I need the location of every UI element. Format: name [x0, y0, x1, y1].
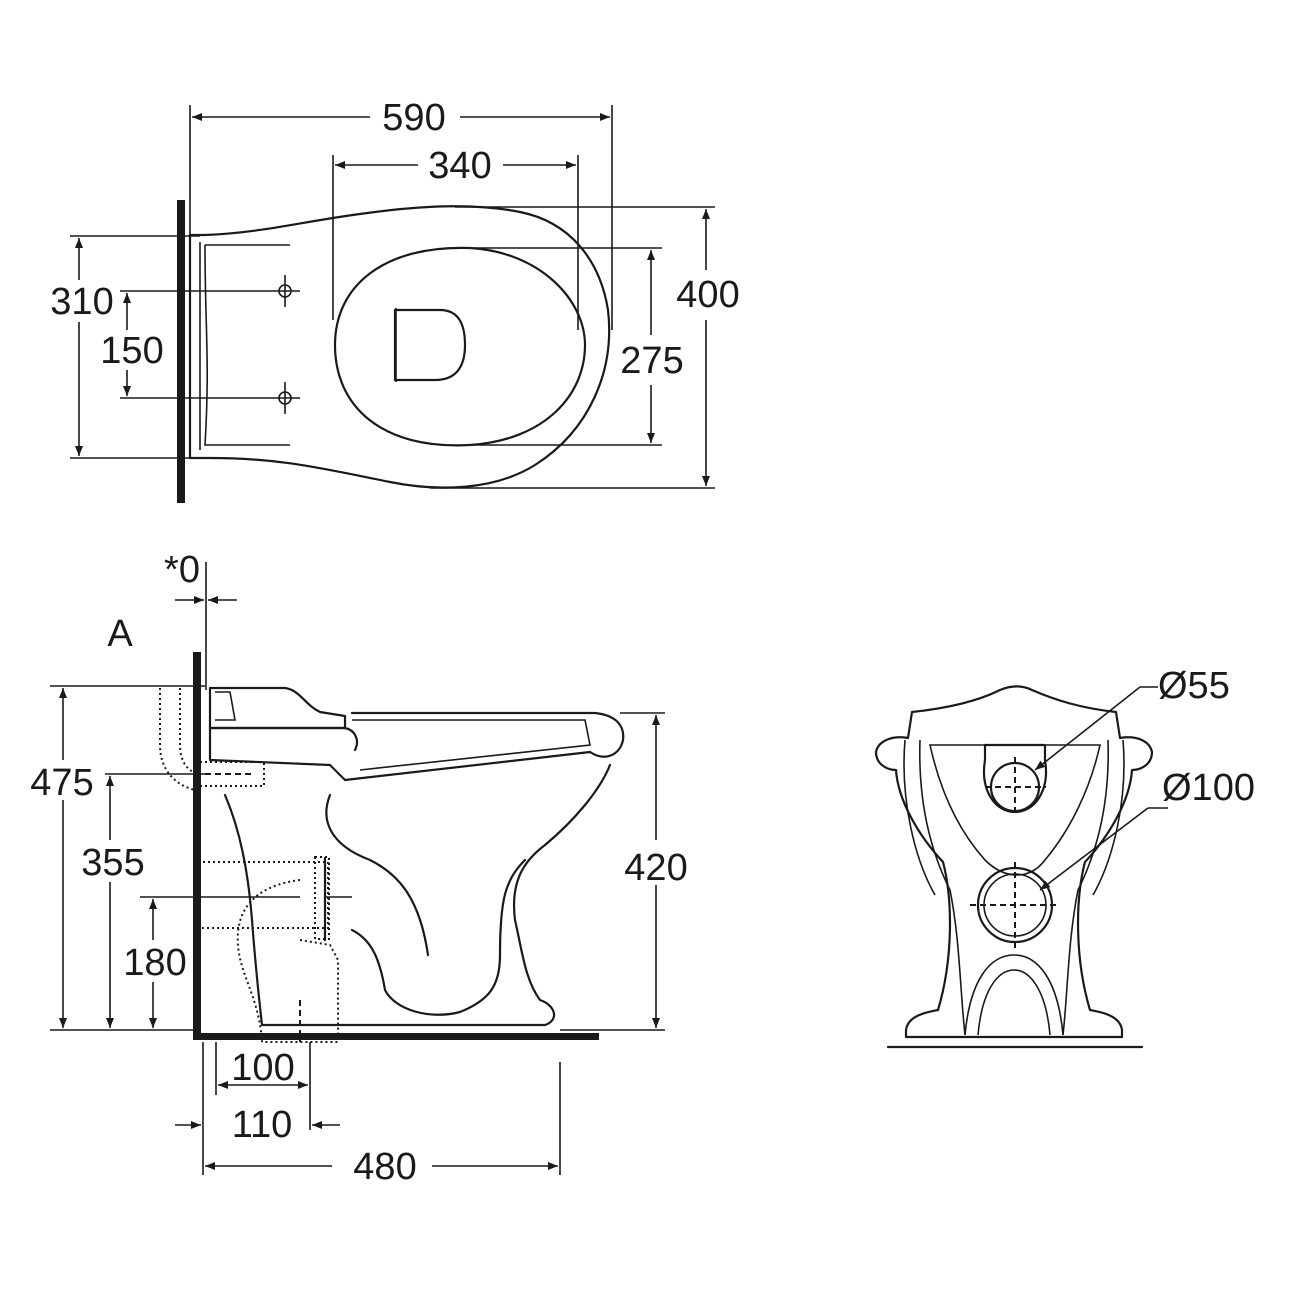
side-view-outlet-connector: [197, 861, 329, 929]
wall-side-view: [193, 652, 201, 1040]
dim-340: 340: [428, 145, 491, 187]
dim-offset-0: *0: [164, 549, 200, 591]
dim-275: 275: [620, 340, 683, 382]
dim-180: 180: [123, 942, 186, 984]
side-view: A *0 475: [30, 549, 687, 1188]
top-view: 590 340 400 275 310 150: [50, 97, 740, 503]
side-view-bowl: [223, 763, 612, 1027]
dim-110: 110: [232, 1104, 293, 1146]
side-view-waste-pipe-rear: [159, 688, 196, 791]
rear-view-arch: [964, 954, 1064, 1036]
floor-side-view: [193, 1033, 599, 1040]
dim-480: 480: [353, 1146, 416, 1188]
dim-475: 475: [30, 762, 93, 804]
dim-dia-100: Ø100: [1162, 767, 1255, 809]
top-view-seat: [333, 246, 587, 447]
rear-view: Ø55 Ø100: [874, 665, 1255, 1049]
dim-100: 100: [231, 1047, 294, 1089]
side-view-seat: [208, 711, 625, 782]
side-view-water-inlet: [199, 761, 265, 787]
rear-view-leg-right: [1062, 739, 1125, 1036]
dim-400: 400: [676, 274, 739, 316]
side-view-trapway: [325, 793, 527, 1016]
top-view-outlet-opening: [393, 308, 467, 382]
dim-590: 590: [382, 97, 445, 139]
dim-dia-55: Ø55: [1158, 665, 1230, 707]
dim-355: 355: [81, 842, 144, 884]
dim-310: 310: [50, 281, 113, 323]
wall-top-view: [177, 200, 185, 503]
side-view-floor-outlet: [236, 879, 339, 1043]
fixing-hole-lower: [120, 382, 300, 414]
rear-view-leg-left: [903, 739, 966, 1036]
section-label-a: A: [107, 613, 133, 655]
rear-view-outline: [874, 685, 1154, 1039]
top-view-cistern-recess: [204, 244, 290, 446]
top-view-outline: [188, 205, 611, 489]
fixing-hole-upper: [120, 275, 300, 307]
dim-420: 420: [624, 847, 687, 889]
side-view-cistern: [208, 686, 347, 730]
dim-150: 150: [100, 330, 163, 372]
